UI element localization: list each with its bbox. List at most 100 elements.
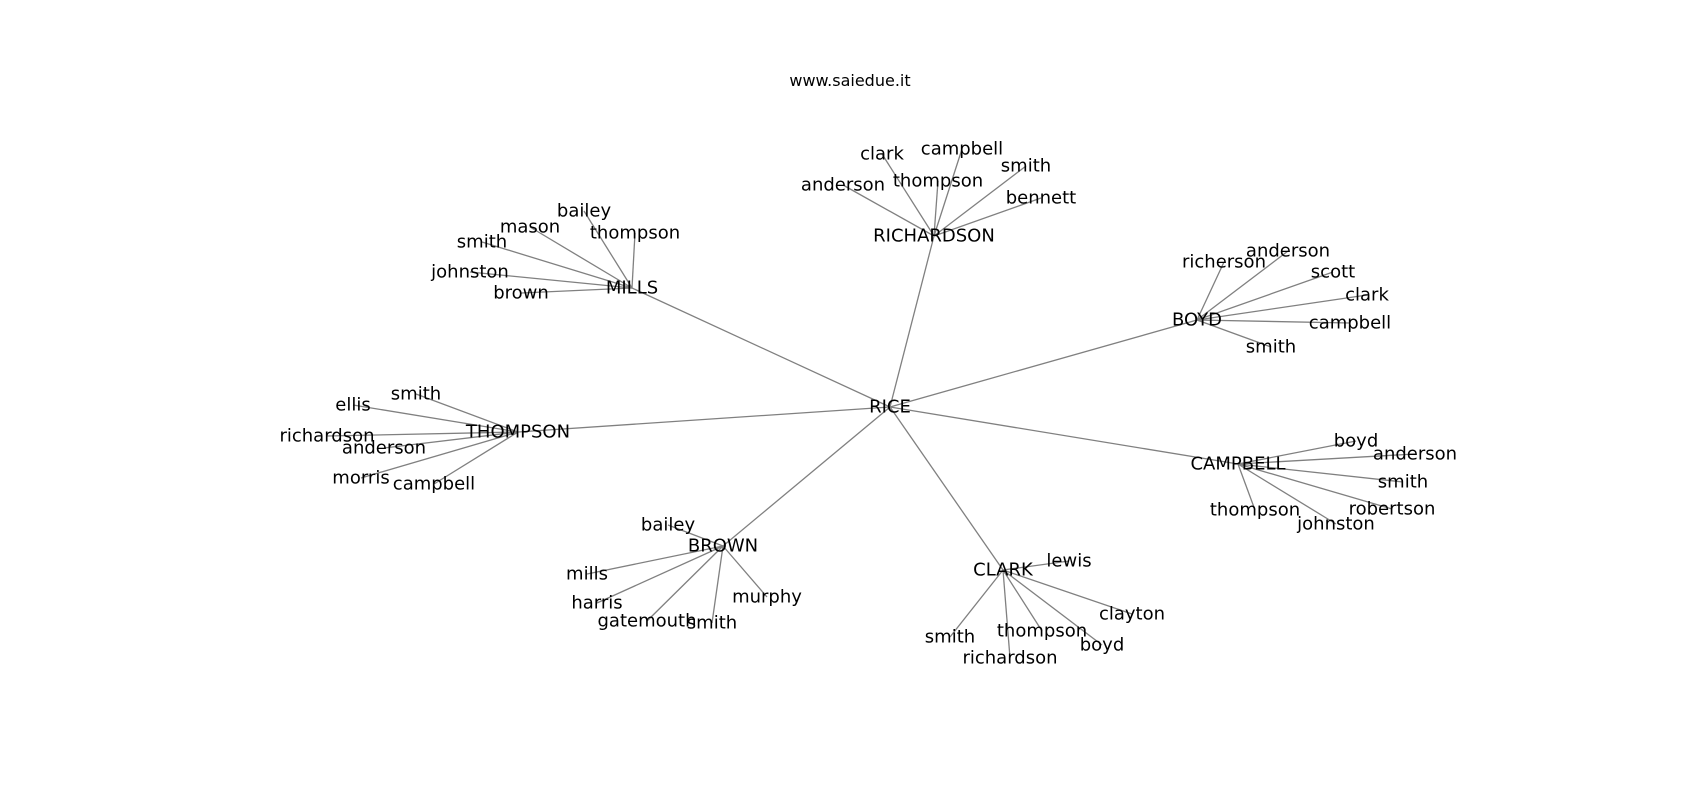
leaf-node-label: brown xyxy=(493,283,549,304)
leaf-node-label: thompson xyxy=(590,223,680,244)
edge-root-hub xyxy=(889,235,935,408)
leaf-node-label: scott xyxy=(1311,262,1355,283)
leaf-node-label: richardson xyxy=(279,426,374,447)
leaf-node-label: smith xyxy=(1246,337,1296,358)
leaf-node-label: anderson xyxy=(1246,241,1330,262)
edge-root-hub xyxy=(631,287,891,408)
leaf-node-label: campbell xyxy=(1309,313,1391,334)
leaf-node-label: mason xyxy=(500,217,560,238)
leaf-node-label: smith xyxy=(1378,472,1428,493)
hub-node-label: CLARK xyxy=(973,560,1034,581)
edge-hub-leaf xyxy=(383,431,519,449)
leaf-node-label: murphy xyxy=(732,587,802,608)
edge-hub-leaf xyxy=(667,524,724,547)
edge-hub-leaf xyxy=(933,165,1027,237)
edge-root-hub xyxy=(889,406,1004,571)
leaf-node-label: richerson xyxy=(1182,252,1266,273)
leaf-node-label: clark xyxy=(1345,285,1389,306)
edge-hub-leaf xyxy=(596,545,724,604)
edge-hub-leaf xyxy=(1196,319,1272,348)
root-node-label: RICE xyxy=(869,397,911,418)
edge-root-hub xyxy=(889,406,1239,465)
edge-hub-leaf xyxy=(933,197,1042,237)
leaf-node-label: thompson xyxy=(893,171,983,192)
leaf-node-label: ellis xyxy=(335,395,370,416)
edge-hub-leaf xyxy=(1196,250,1289,321)
leaf-node-label: clayton xyxy=(1099,604,1165,625)
edge-root-hub xyxy=(517,406,891,433)
edge-hub-leaf xyxy=(1237,463,1256,511)
edge-hub-leaf xyxy=(1002,560,1070,571)
hub-node-label: THOMPSON xyxy=(465,422,570,443)
leaf-node-label: smith xyxy=(925,627,975,648)
edge-hub-leaf xyxy=(1002,569,1011,659)
edge-hub-leaf xyxy=(631,232,636,289)
leaf-node-label: smith xyxy=(457,232,507,253)
leaf-node-label: anderson xyxy=(1373,444,1457,465)
leaf-node-label: morris xyxy=(332,468,389,489)
edge-hub-leaf xyxy=(520,287,633,294)
leaf-node-label: lewis xyxy=(1046,551,1091,572)
edge-hub-leaf xyxy=(481,241,633,289)
edge-hub-leaf xyxy=(711,545,724,624)
edge-hub-leaf xyxy=(1002,569,1103,646)
leaf-node-label: anderson xyxy=(342,438,426,459)
leaf-node-label: boyd xyxy=(1334,431,1379,452)
leaf-node-label: anderson xyxy=(801,175,885,196)
hub-node-label: RICHARDSON xyxy=(873,226,995,247)
hub-node-label: CAMPBELL xyxy=(1190,454,1285,475)
site-caption: www.saiedue.it xyxy=(789,71,911,90)
hub-node-label: BROWN xyxy=(688,536,758,557)
edge-hub-leaf xyxy=(360,431,519,479)
edge-hub-leaf xyxy=(722,545,768,598)
leaf-node-label: clark xyxy=(860,144,904,165)
leaf-node-label: bailey xyxy=(557,201,612,222)
edge-hub-leaf xyxy=(586,545,724,575)
leaf-node-label: johnston xyxy=(430,262,509,283)
hub-node-label: MILLS xyxy=(606,278,658,299)
leaf-node-label: smith xyxy=(687,613,737,634)
edge-hub-leaf xyxy=(469,271,633,289)
leaf-node-label: robertson xyxy=(1349,499,1436,520)
edge-hub-leaf xyxy=(1237,453,1416,465)
leaf-node-label: thompson xyxy=(1210,500,1300,521)
leaf-node-label: smith xyxy=(1001,156,1051,177)
edge-hub-leaf xyxy=(1237,463,1393,510)
hub-node-label: BOYD xyxy=(1172,310,1222,331)
leaf-node-label: mills xyxy=(566,564,608,585)
edge-hub-leaf xyxy=(1002,569,1043,632)
edge-hub-leaf xyxy=(949,569,1004,638)
edge-layer xyxy=(326,148,1416,659)
edge-hub-leaf xyxy=(583,210,633,289)
edge-hub-leaf xyxy=(1237,463,1337,525)
edge-hub-leaf xyxy=(933,180,939,237)
edge-hub-leaf xyxy=(415,393,519,433)
leaf-node-label: boyd xyxy=(1080,635,1125,656)
edge-hub-leaf xyxy=(1196,271,1334,321)
leaf-node-label: johnston xyxy=(1296,514,1375,535)
leaf-node-label: thompson xyxy=(997,621,1087,642)
edge-hub-leaf xyxy=(1002,569,1133,615)
edge-hub-leaf xyxy=(352,404,519,433)
edge-hub-leaf xyxy=(933,148,963,237)
leaf-node-label: smith xyxy=(391,384,441,405)
edge-hub-leaf xyxy=(326,431,519,437)
edge-hub-leaf xyxy=(529,226,633,289)
edge-hub-leaf xyxy=(881,153,935,237)
leaf-node-label: bennett xyxy=(1006,188,1077,209)
edge-root-hub xyxy=(889,319,1198,408)
leaf-node-label: campbell xyxy=(393,474,475,495)
leaf-node-label: campbell xyxy=(921,139,1003,160)
edge-root-hub xyxy=(722,406,891,547)
edge-hub-leaf xyxy=(646,545,724,622)
leaf-node-label: gatemouth xyxy=(597,611,696,632)
leaf-node-label: richardson xyxy=(962,648,1057,669)
edge-hub-leaf xyxy=(1237,440,1357,465)
leaf-node-label: harris xyxy=(571,593,622,614)
edge-hub-leaf xyxy=(1196,261,1225,321)
edge-hub-leaf xyxy=(1196,294,1368,321)
edge-hub-leaf xyxy=(842,184,935,237)
edge-hub-leaf xyxy=(1237,463,1404,483)
